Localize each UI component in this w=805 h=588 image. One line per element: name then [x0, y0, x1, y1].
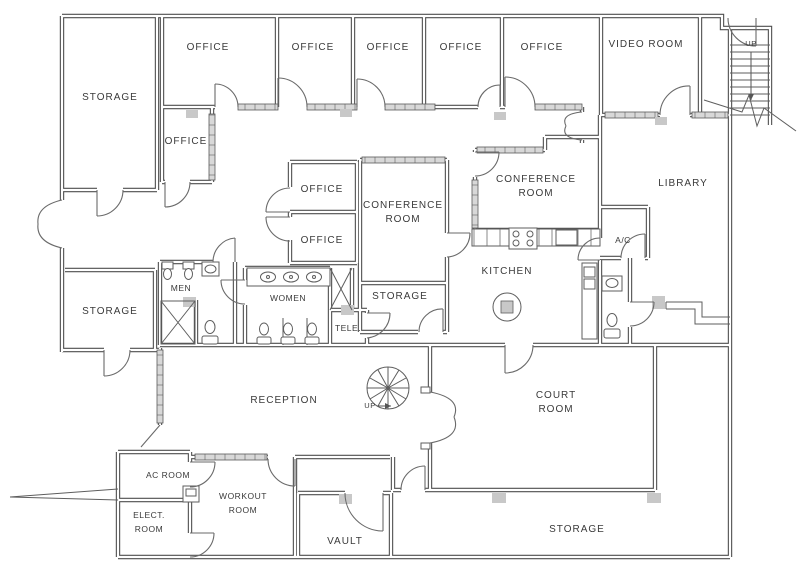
label-storage-left: STORAGE — [82, 306, 138, 317]
stair-break-line — [703, 93, 797, 132]
label-elect-room-2: ROOM — [135, 524, 163, 534]
label-storage-bottom: STORAGE — [549, 524, 605, 535]
staircase-upper-right — [703, 44, 797, 132]
label-office-top-2: OFFICE — [292, 42, 335, 53]
kitchen-fixtures — [471, 227, 601, 340]
label-tele-room: TELE. — [335, 323, 361, 333]
door-jamb — [420, 386, 431, 394]
label-conference-center-1: CONFERENCE — [363, 200, 443, 211]
entry-double-door — [37, 199, 63, 249]
sink-icon — [201, 261, 220, 277]
toilet-icon — [603, 313, 621, 339]
door-jamb — [420, 442, 431, 450]
dishwasher-icon — [555, 229, 578, 246]
label-office-mid-lower: OFFICE — [301, 235, 344, 246]
spiral-treads — [367, 367, 409, 409]
label-workout-room-2: ROOM — [229, 505, 257, 515]
toilet-icon — [280, 322, 296, 345]
toilet-icon — [256, 322, 272, 345]
label-ac-room: AC ROOM — [146, 470, 190, 480]
sink-icon — [306, 271, 322, 283]
label-office-top-1: OFFICE — [187, 42, 230, 53]
room-labels: STORAGE OFFICE OFFICE OFFICE OFFICE OFFI… — [82, 39, 756, 547]
label-office-top-4: OFFICE — [440, 42, 483, 53]
stove-icon — [508, 227, 538, 250]
label-court-room-1: COURT — [536, 390, 576, 401]
sink-icon — [601, 275, 623, 292]
label-office-top-3: OFFICE — [367, 42, 410, 53]
label-office-small: OFFICE — [165, 136, 208, 147]
sink-icon — [260, 271, 276, 283]
door-swing-arcs — [37, 17, 757, 558]
label-storage-top-left: STORAGE — [82, 92, 138, 103]
label-office-top-5: OFFICE — [521, 42, 564, 53]
toilet-icon — [304, 322, 320, 345]
label-storage-center: STORAGE — [372, 291, 428, 302]
label-office-mid-upper: OFFICE — [301, 184, 344, 195]
sink-icon — [283, 271, 299, 283]
utility-cabinet — [581, 262, 598, 340]
women-restroom-fixtures — [246, 267, 331, 345]
toilet-icon — [201, 320, 219, 345]
bathroom-fixtures — [601, 275, 623, 339]
library-counter — [665, 301, 730, 325]
label-stairs-up: UP — [745, 39, 756, 48]
label-spiral-up: UP — [364, 401, 375, 410]
corridor-double-door — [564, 111, 583, 141]
label-reception: RECEPTION — [250, 395, 317, 406]
urinal-icon — [161, 261, 174, 280]
janitor-x-box — [329, 267, 353, 311]
label-women-restroom: WOMEN — [270, 293, 306, 303]
shower-x-box — [160, 300, 196, 345]
stair-treads — [730, 44, 770, 116]
courtroom-double-door — [429, 391, 457, 444]
label-vault: VAULT — [327, 536, 363, 547]
label-court-room-2: ROOM — [538, 404, 573, 415]
kitchen-round-table — [492, 292, 522, 322]
label-library: LIBRARY — [658, 178, 708, 189]
label-conference-right-2: ROOM — [518, 188, 553, 199]
door-leaves — [96, 18, 757, 534]
urinal-icon — [182, 261, 195, 280]
label-workout-room-1: WORKOUT — [219, 491, 267, 501]
men-restroom-fixtures — [160, 261, 220, 345]
label-elect-room-1: ELECT. — [133, 510, 165, 520]
label-video-room: VIDEO ROOM — [608, 39, 683, 50]
exterior-ramp-wall — [9, 488, 119, 501]
label-men-restroom: MEN — [171, 283, 191, 293]
label-conference-center-2: ROOM — [385, 214, 420, 225]
window-wall-bands — [156, 103, 729, 461]
label-ac-closet: A/C — [615, 235, 631, 245]
label-conference-right-1: CONFERENCE — [496, 174, 576, 185]
electrical-equipment-box — [182, 485, 200, 503]
label-kitchen: KITCHEN — [482, 266, 533, 277]
spiral-staircase — [366, 366, 410, 410]
